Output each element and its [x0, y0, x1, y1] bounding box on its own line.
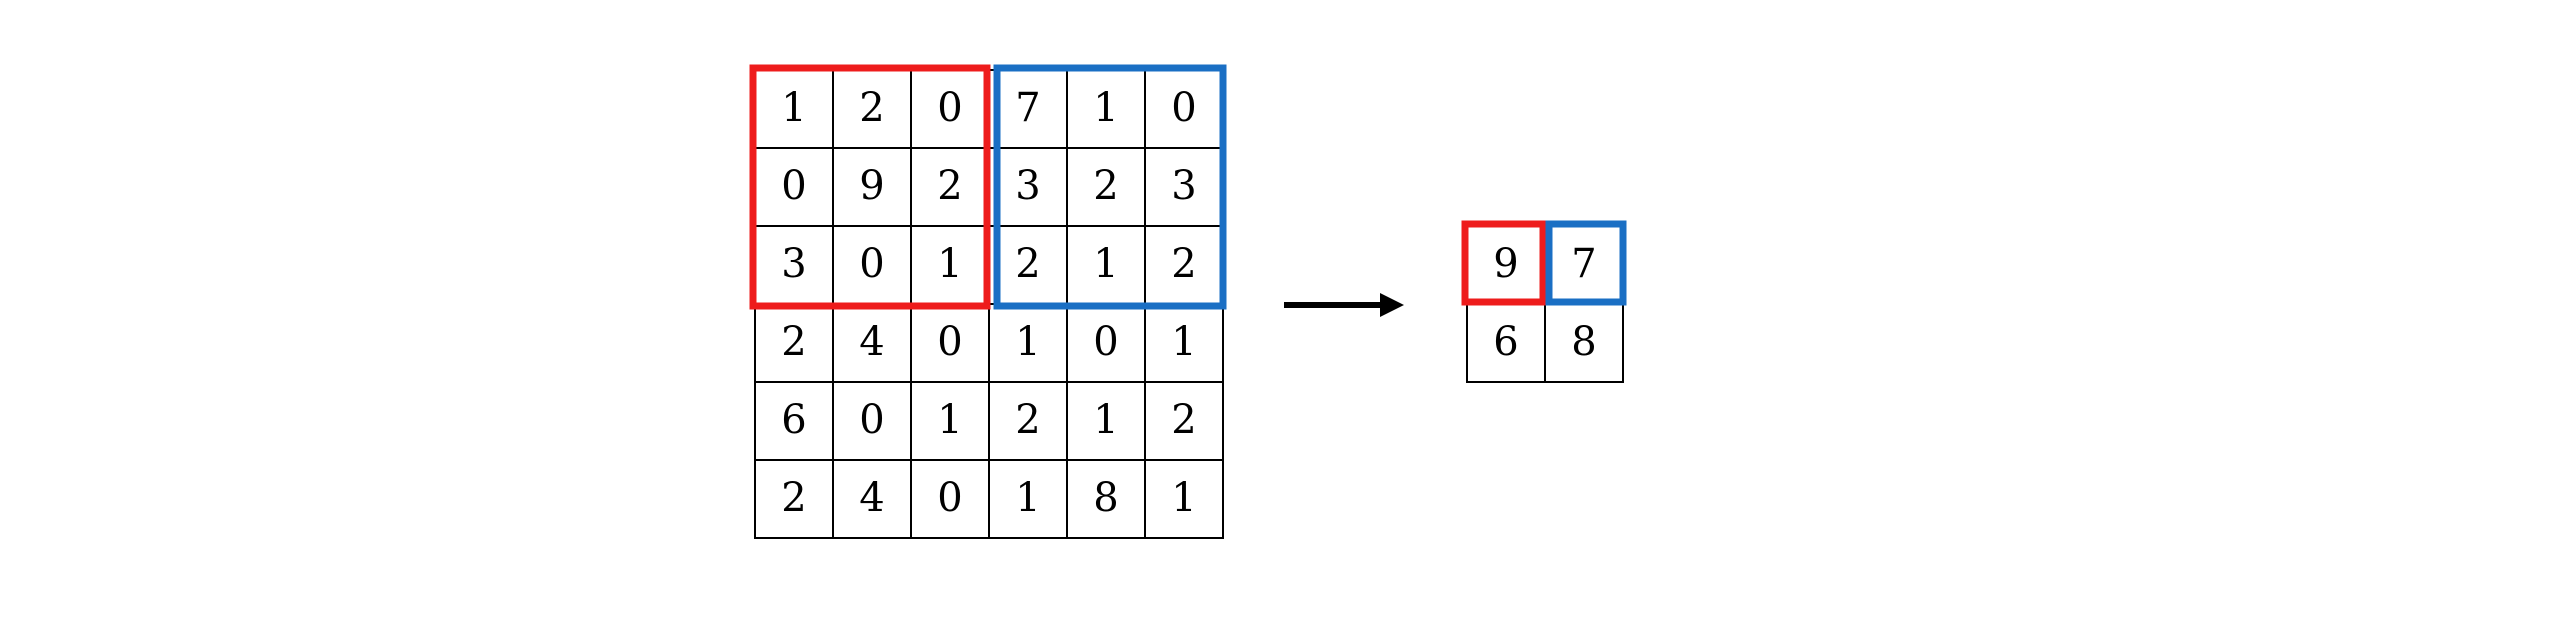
right-arrow-icon — [1284, 293, 1404, 317]
input-cell-value: 3 — [1171, 163, 1196, 209]
input-cell-value: 2 — [781, 319, 806, 365]
output-cell-value: 6 — [1493, 319, 1518, 365]
output-cell — [1544, 303, 1624, 383]
input-cell-value: 2 — [937, 163, 962, 209]
input-cell-value: 1 — [1093, 397, 1118, 443]
output-cell — [1466, 225, 1546, 305]
input-cell-value: 2 — [859, 85, 884, 131]
input-cell-value: 8 — [1093, 475, 1118, 521]
input-cell-value: 0 — [937, 319, 962, 365]
input-cell — [910, 225, 990, 305]
input-cell-value: 2 — [1015, 241, 1040, 287]
input-cell-value: 1 — [781, 85, 806, 131]
output-matrix: 9 7 6 8 — [1466, 225, 1624, 383]
input-cell — [910, 147, 990, 227]
input-cell-value: 0 — [937, 85, 962, 131]
input-cell-value: 2 — [1015, 397, 1040, 443]
input-cell-value: 3 — [1015, 163, 1040, 209]
input-cell-value: 1 — [1093, 85, 1118, 131]
input-cell-value: 1 — [1015, 475, 1040, 521]
input-cell-value: 9 — [859, 163, 884, 209]
input-cell — [1144, 459, 1224, 539]
red-window-highlight — [749, 64, 991, 310]
output-cell — [1466, 303, 1546, 383]
input-cell-value: 2 — [1093, 163, 1118, 209]
arrow-head — [1380, 293, 1404, 317]
input-cell-value: 2 — [781, 475, 806, 521]
output-cell — [1544, 225, 1624, 305]
input-cell — [1066, 381, 1146, 461]
input-cell-value: 7 — [1015, 85, 1040, 131]
blue-window-highlight — [993, 64, 1227, 310]
input-cell-value: 3 — [781, 241, 806, 287]
input-cell-value: 1 — [937, 397, 962, 443]
input-cell-value: 1 — [1015, 319, 1040, 365]
input-cell-value: 1 — [1171, 475, 1196, 521]
input-cell-value: 0 — [859, 397, 884, 443]
input-cell — [1066, 459, 1146, 539]
red-output-highlight — [1461, 220, 1547, 306]
input-cell — [988, 381, 1068, 461]
output-cell-value: 9 — [1493, 241, 1518, 287]
input-cell-value: 0 — [781, 163, 806, 209]
input-highlights — [749, 64, 1227, 310]
input-cell — [910, 303, 990, 383]
input-cell — [1144, 225, 1224, 305]
input-cell — [832, 459, 912, 539]
input-cell-value: 4 — [859, 319, 884, 365]
input-cell — [754, 303, 834, 383]
input-cell — [910, 381, 990, 461]
input-cell — [832, 225, 912, 305]
input-cell — [988, 459, 1068, 539]
input-cell-value: 4 — [859, 475, 884, 521]
input-cell-value: 1 — [937, 241, 962, 287]
input-cell-value: 0 — [1171, 85, 1196, 131]
input-cell — [832, 147, 912, 227]
input-cell-value: 2 — [1171, 397, 1196, 443]
input-cell-value: 0 — [1093, 319, 1118, 365]
output-highlights — [1461, 220, 1627, 306]
input-cell-value: 1 — [1171, 319, 1196, 365]
input-cell-value: 1 — [1093, 241, 1118, 287]
input-cell-value: 0 — [937, 475, 962, 521]
input-cell — [910, 459, 990, 539]
input-matrix: 1 2 0 7 1 0 0 9 2 3 2 3 3 0 1 2 1 2 2 4 0 1 0 1 6 0 1 2 1 2 2 4 0 1 8 1 — [754, 69, 1224, 539]
input-cell — [1066, 225, 1146, 305]
output-cell-value: 8 — [1571, 319, 1596, 365]
input-cell-value: 2 — [1171, 241, 1196, 287]
output-cell-value: 7 — [1571, 241, 1596, 287]
input-cell-value: 6 — [781, 397, 806, 443]
blue-output-highlight — [1545, 220, 1627, 306]
input-cell-value: 0 — [859, 241, 884, 287]
